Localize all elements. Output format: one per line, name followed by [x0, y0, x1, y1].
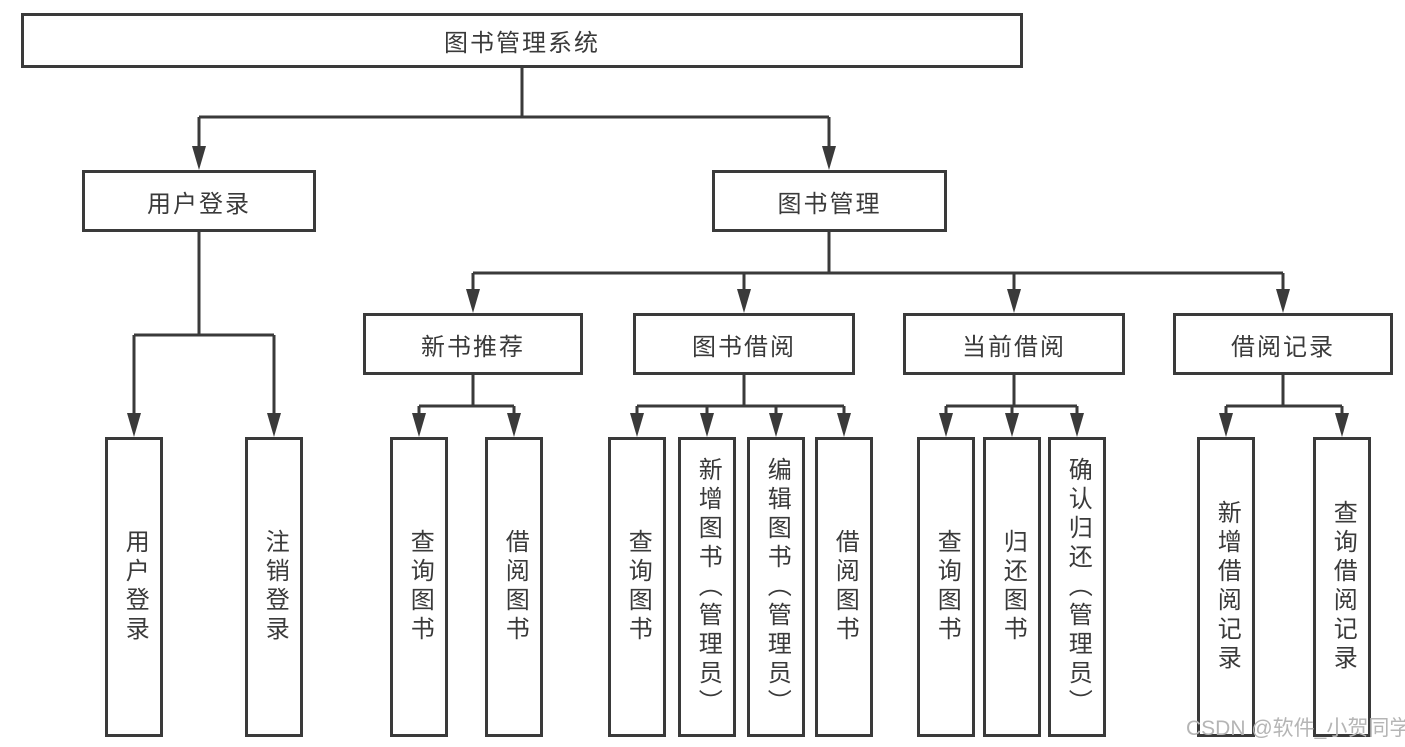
node-leaf-user-login: 用户登录 — [105, 437, 163, 737]
node-label: 图书管理 — [777, 190, 882, 218]
node-label: 用户登录 — [121, 529, 149, 645]
node-new-book-recommend: 新书推荐 — [363, 313, 583, 375]
node-label: 图书借阅 — [692, 333, 796, 361]
node-label: 借阅记录 — [1231, 333, 1335, 361]
node-leaf-logout: 注销登录 — [245, 437, 303, 737]
node-current-borrow: 当前借阅 — [903, 313, 1125, 375]
node-label: 图书管理系统 — [444, 30, 600, 57]
node-leaf-add-book-admin: 新增图书（管理员） — [678, 437, 736, 737]
node-label: 确认归还（管理员） — [1064, 456, 1092, 718]
node-label: 借阅图书 — [831, 529, 859, 645]
node-label: 编辑图书（管理员） — [763, 456, 791, 718]
node-leaf-query-book-3: 查询图书 — [917, 437, 975, 737]
node-leaf-borrow-book-1: 借阅图书 — [485, 437, 543, 737]
node-label: 当前借阅 — [962, 333, 1066, 361]
node-label: 归还图书 — [999, 529, 1027, 645]
csdn-watermark: CSDN @软件_小贺同学 — [1186, 717, 1405, 740]
node-leaf-add-borrow-record: 新增借阅记录 — [1197, 437, 1255, 737]
node-label: 新书推荐 — [421, 333, 525, 361]
node-book-management: 图书管理 — [712, 170, 947, 232]
node-leaf-query-book-1: 查询图书 — [390, 437, 448, 737]
node-leaf-edit-book-admin: 编辑图书（管理员） — [747, 437, 805, 737]
arrowheads — [127, 146, 1349, 437]
node-label: 查询图书 — [624, 529, 652, 645]
node-label: 查询图书 — [406, 529, 434, 645]
node-label: 借阅图书 — [501, 529, 529, 645]
node-label: 查询图书 — [933, 529, 961, 645]
node-leaf-borrow-book-2: 借阅图书 — [815, 437, 873, 737]
node-label: 用户登录 — [147, 190, 251, 218]
node-label: 查询借阅记录 — [1329, 500, 1357, 674]
node-label: 新增图书（管理员） — [694, 456, 722, 718]
node-leaf-query-borrow-record: 查询借阅记录 — [1313, 437, 1371, 737]
node-leaf-query-book-2: 查询图书 — [608, 437, 666, 737]
node-leaf-return-book: 归还图书 — [983, 437, 1041, 737]
node-leaf-confirm-return-admin: 确认归还（管理员） — [1048, 437, 1106, 737]
node-label: 注销登录 — [261, 529, 289, 645]
node-borrow-record: 借阅记录 — [1173, 313, 1393, 375]
node-system-root: 图书管理系统 — [21, 13, 1023, 68]
node-book-borrow: 图书借阅 — [633, 313, 855, 375]
node-label: 新增借阅记录 — [1213, 500, 1241, 674]
node-user-login-group: 用户登录 — [82, 170, 316, 232]
